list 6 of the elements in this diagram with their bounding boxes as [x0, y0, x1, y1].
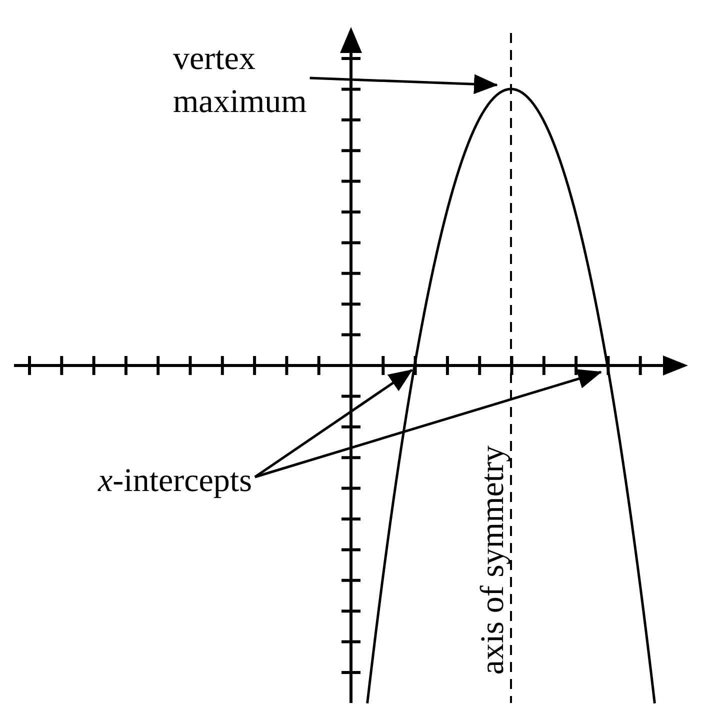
leader-arrow [310, 74, 498, 94]
callout-text: x-intercepts [98, 460, 252, 503]
leader-arrow [254, 368, 413, 478]
callout-text: vertex maximum [173, 38, 307, 124]
leader-arrow [254, 369, 602, 478]
axis-label: axis of symmetry [474, 445, 512, 675]
